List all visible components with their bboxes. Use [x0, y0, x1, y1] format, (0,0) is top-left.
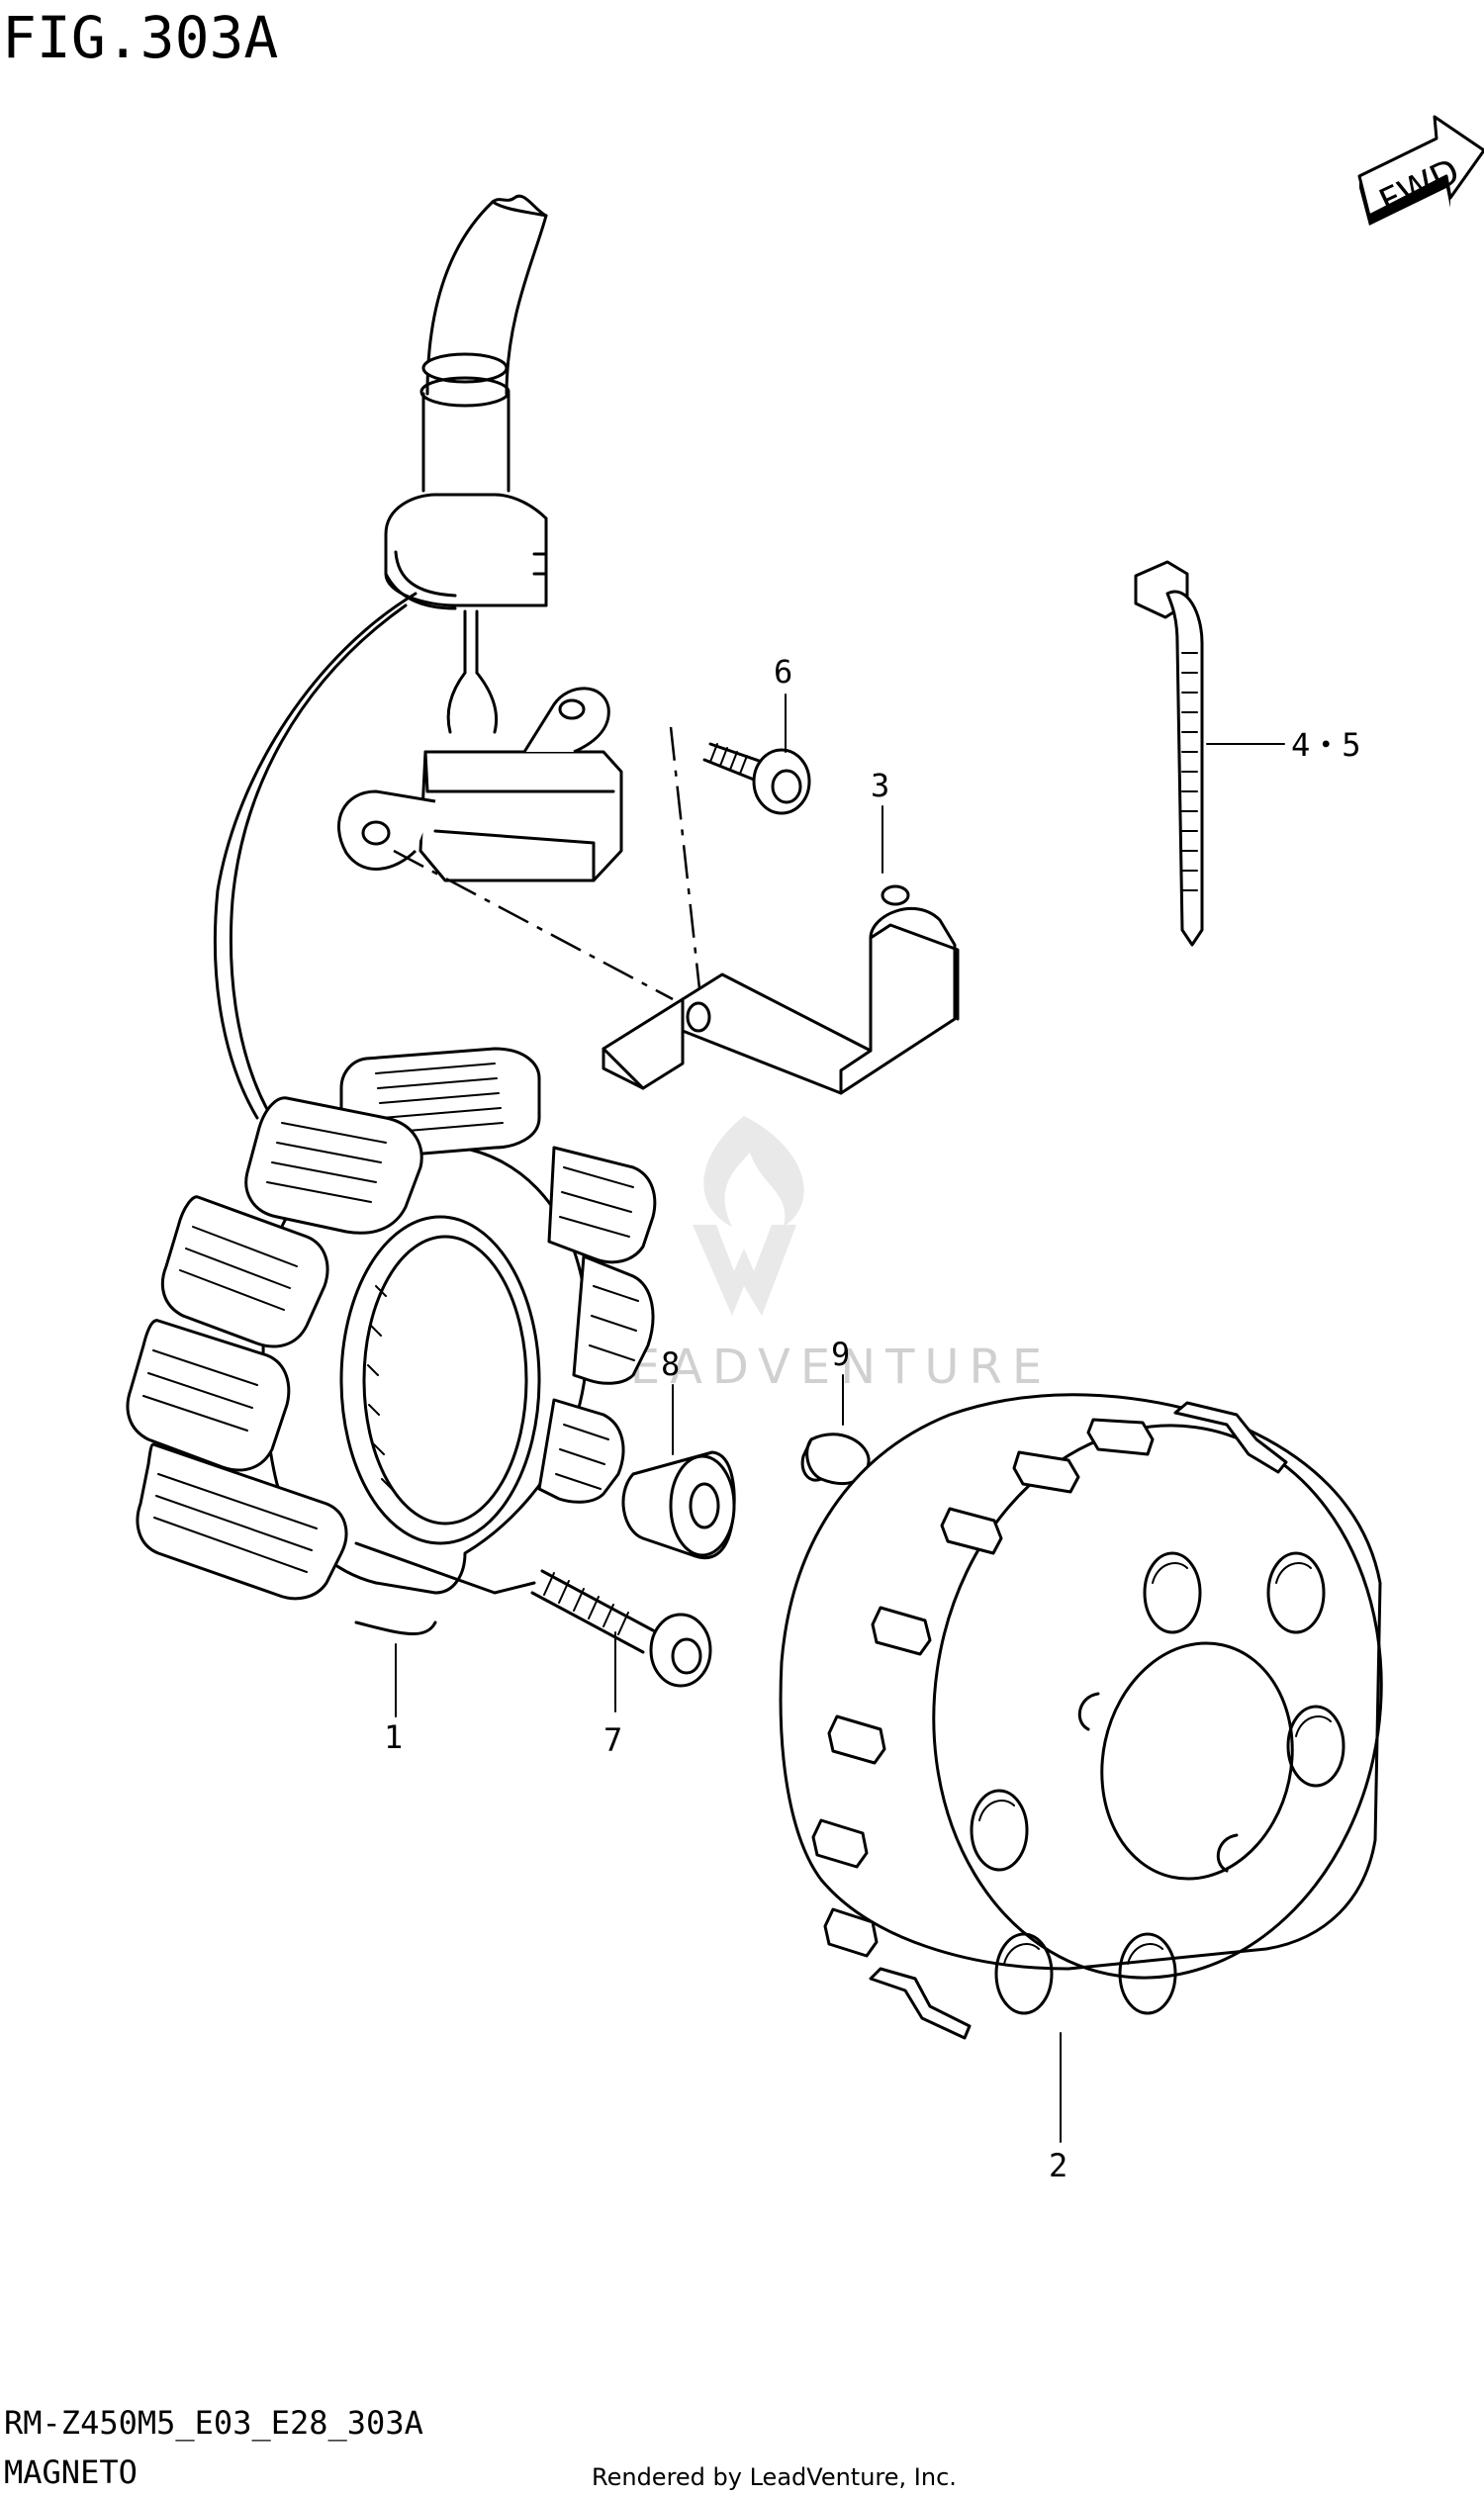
model-code: RM-Z450M5_E03_E28_303A	[4, 2404, 423, 2442]
fwd-arrow-icon: FWD	[1357, 115, 1484, 226]
rotor-magnets	[811, 1401, 1288, 2040]
render-credit: Rendered by LeadVenture, Inc.	[592, 2463, 957, 2491]
leadventure-flame-logo-icon	[693, 1116, 804, 1316]
callout-stator: 1	[384, 1718, 403, 1756]
stator-part	[126, 1047, 657, 1636]
stator-coil-right	[572, 1254, 655, 1385]
figure-title: FIG.303A	[2, 4, 278, 71]
assembly-line-bolt6	[669, 726, 706, 1035]
callouts: 1 2 3 4・5 6 7 8 9	[384, 653, 1361, 2184]
bolt-part-7	[530, 1569, 712, 1688]
section-name: MAGNETO	[4, 2453, 138, 2491]
bracket-part	[602, 884, 960, 1095]
watermark: LEADVENTURE	[594, 1116, 1052, 1395]
wire-harness	[213, 194, 623, 1120]
stator-coil-upper-left	[244, 1096, 423, 1235]
clamp-part	[1134, 560, 1204, 947]
stator-coil-bottom-left	[136, 1442, 348, 1601]
callout-bracket: 3	[871, 767, 889, 804]
rotor-part	[779, 1393, 1383, 2040]
callout-rotor: 2	[1049, 2147, 1067, 2184]
grommet-part-8	[621, 1450, 736, 1560]
watermark-text: LEADVENTURE	[594, 1340, 1052, 1395]
callout-bolt-stator: 7	[603, 1721, 622, 1759]
assembly-line-coupler	[393, 849, 674, 1001]
stator-coil-left-1	[160, 1195, 329, 1348]
callout-bolt-bracket: 6	[774, 653, 792, 691]
callout-grommet: 8	[661, 1345, 680, 1383]
bolt-part-6	[702, 742, 811, 815]
callout-clamp: 4・5	[1291, 726, 1361, 764]
stator-coil-right-lower	[537, 1398, 625, 1504]
stator-coil-right-upper	[547, 1146, 657, 1264]
rotor-holes	[970, 1551, 1345, 2015]
callout-key: 9	[831, 1336, 850, 1373]
